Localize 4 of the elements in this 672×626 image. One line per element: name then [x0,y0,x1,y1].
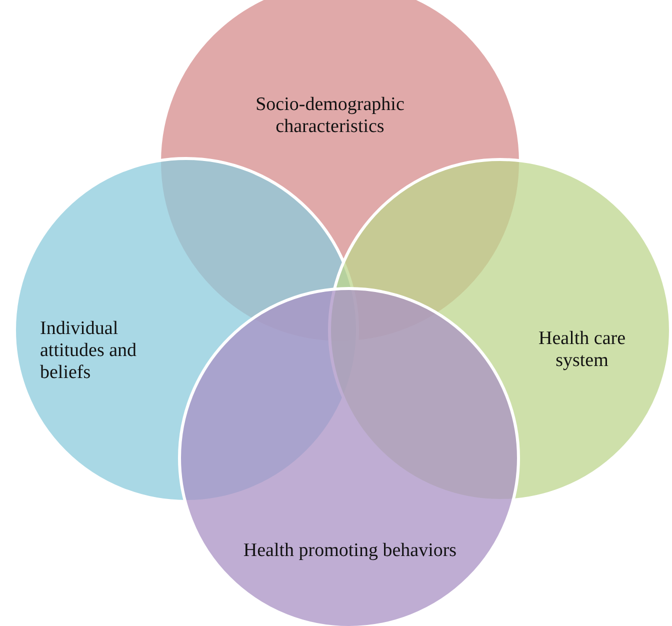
circle-label: Individual attitudes and beliefs [40,318,138,384]
circle-label: Socio-demographic characteristics [254,94,406,138]
circle-label: Health promoting behaviors [242,540,458,562]
circle-label: Health care system [537,328,627,372]
